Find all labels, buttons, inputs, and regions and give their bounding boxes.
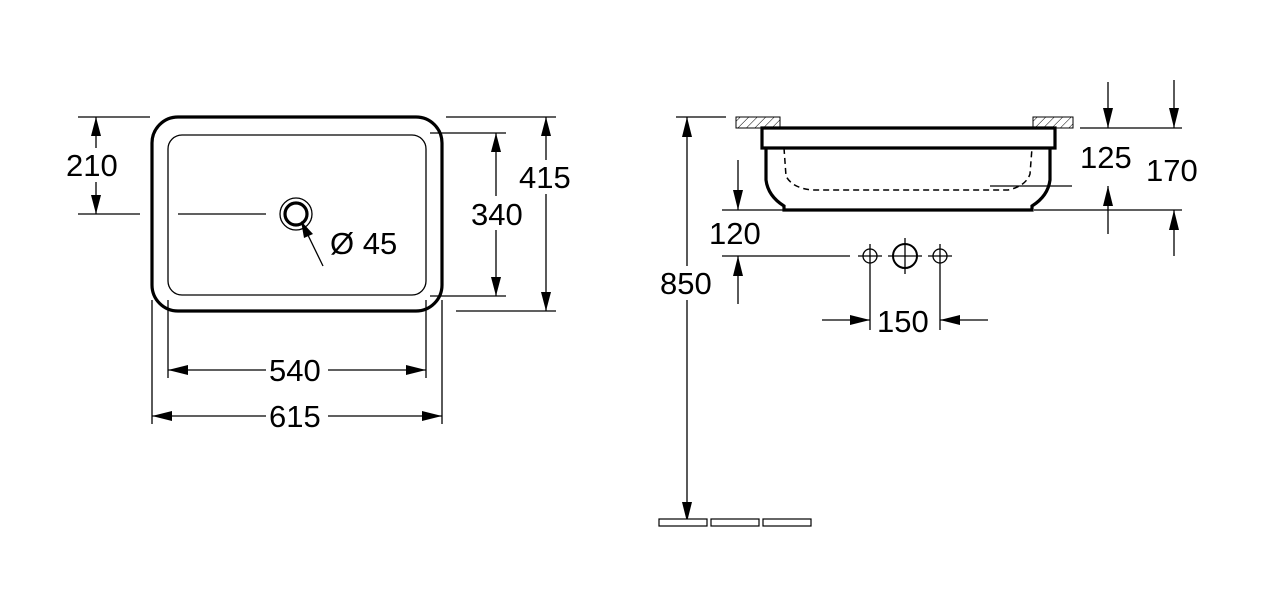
total-depth-label: 170	[1146, 153, 1198, 188]
inner-width-label: 540	[269, 353, 321, 388]
basin-outer-outline	[150, 115, 444, 313]
basin-inner-outline	[167, 134, 427, 296]
countertop-right-hatch	[1032, 116, 1074, 129]
drain-offset-label: 210	[66, 148, 118, 183]
tap-height-label: 120	[709, 216, 761, 251]
drain-diameter-label: Ø 45	[330, 226, 397, 261]
tap-spacing-label: 150	[877, 304, 929, 339]
bowl-depth-label: 125	[1080, 140, 1132, 175]
outer-width-label: 615	[269, 399, 321, 434]
basin-bowl	[764, 148, 1052, 212]
floor-slabs	[658, 518, 812, 527]
drain-hole	[283, 201, 309, 227]
drain-outer-ring	[279, 197, 313, 231]
basin-inner-dashed	[783, 147, 1033, 191]
outer-depth-label: 415	[519, 160, 571, 195]
side-view: 850 120	[658, 80, 1198, 527]
basin-rim	[760, 126, 1057, 150]
top-view: Ø 45 210 340 415 540	[62, 115, 576, 434]
drain-leader-arrow	[301, 221, 313, 238]
countertop-left-hatch	[735, 116, 781, 129]
inner-depth-label: 340	[471, 197, 523, 232]
tap-holes	[858, 238, 952, 274]
installation-height-label: 850	[660, 266, 712, 301]
